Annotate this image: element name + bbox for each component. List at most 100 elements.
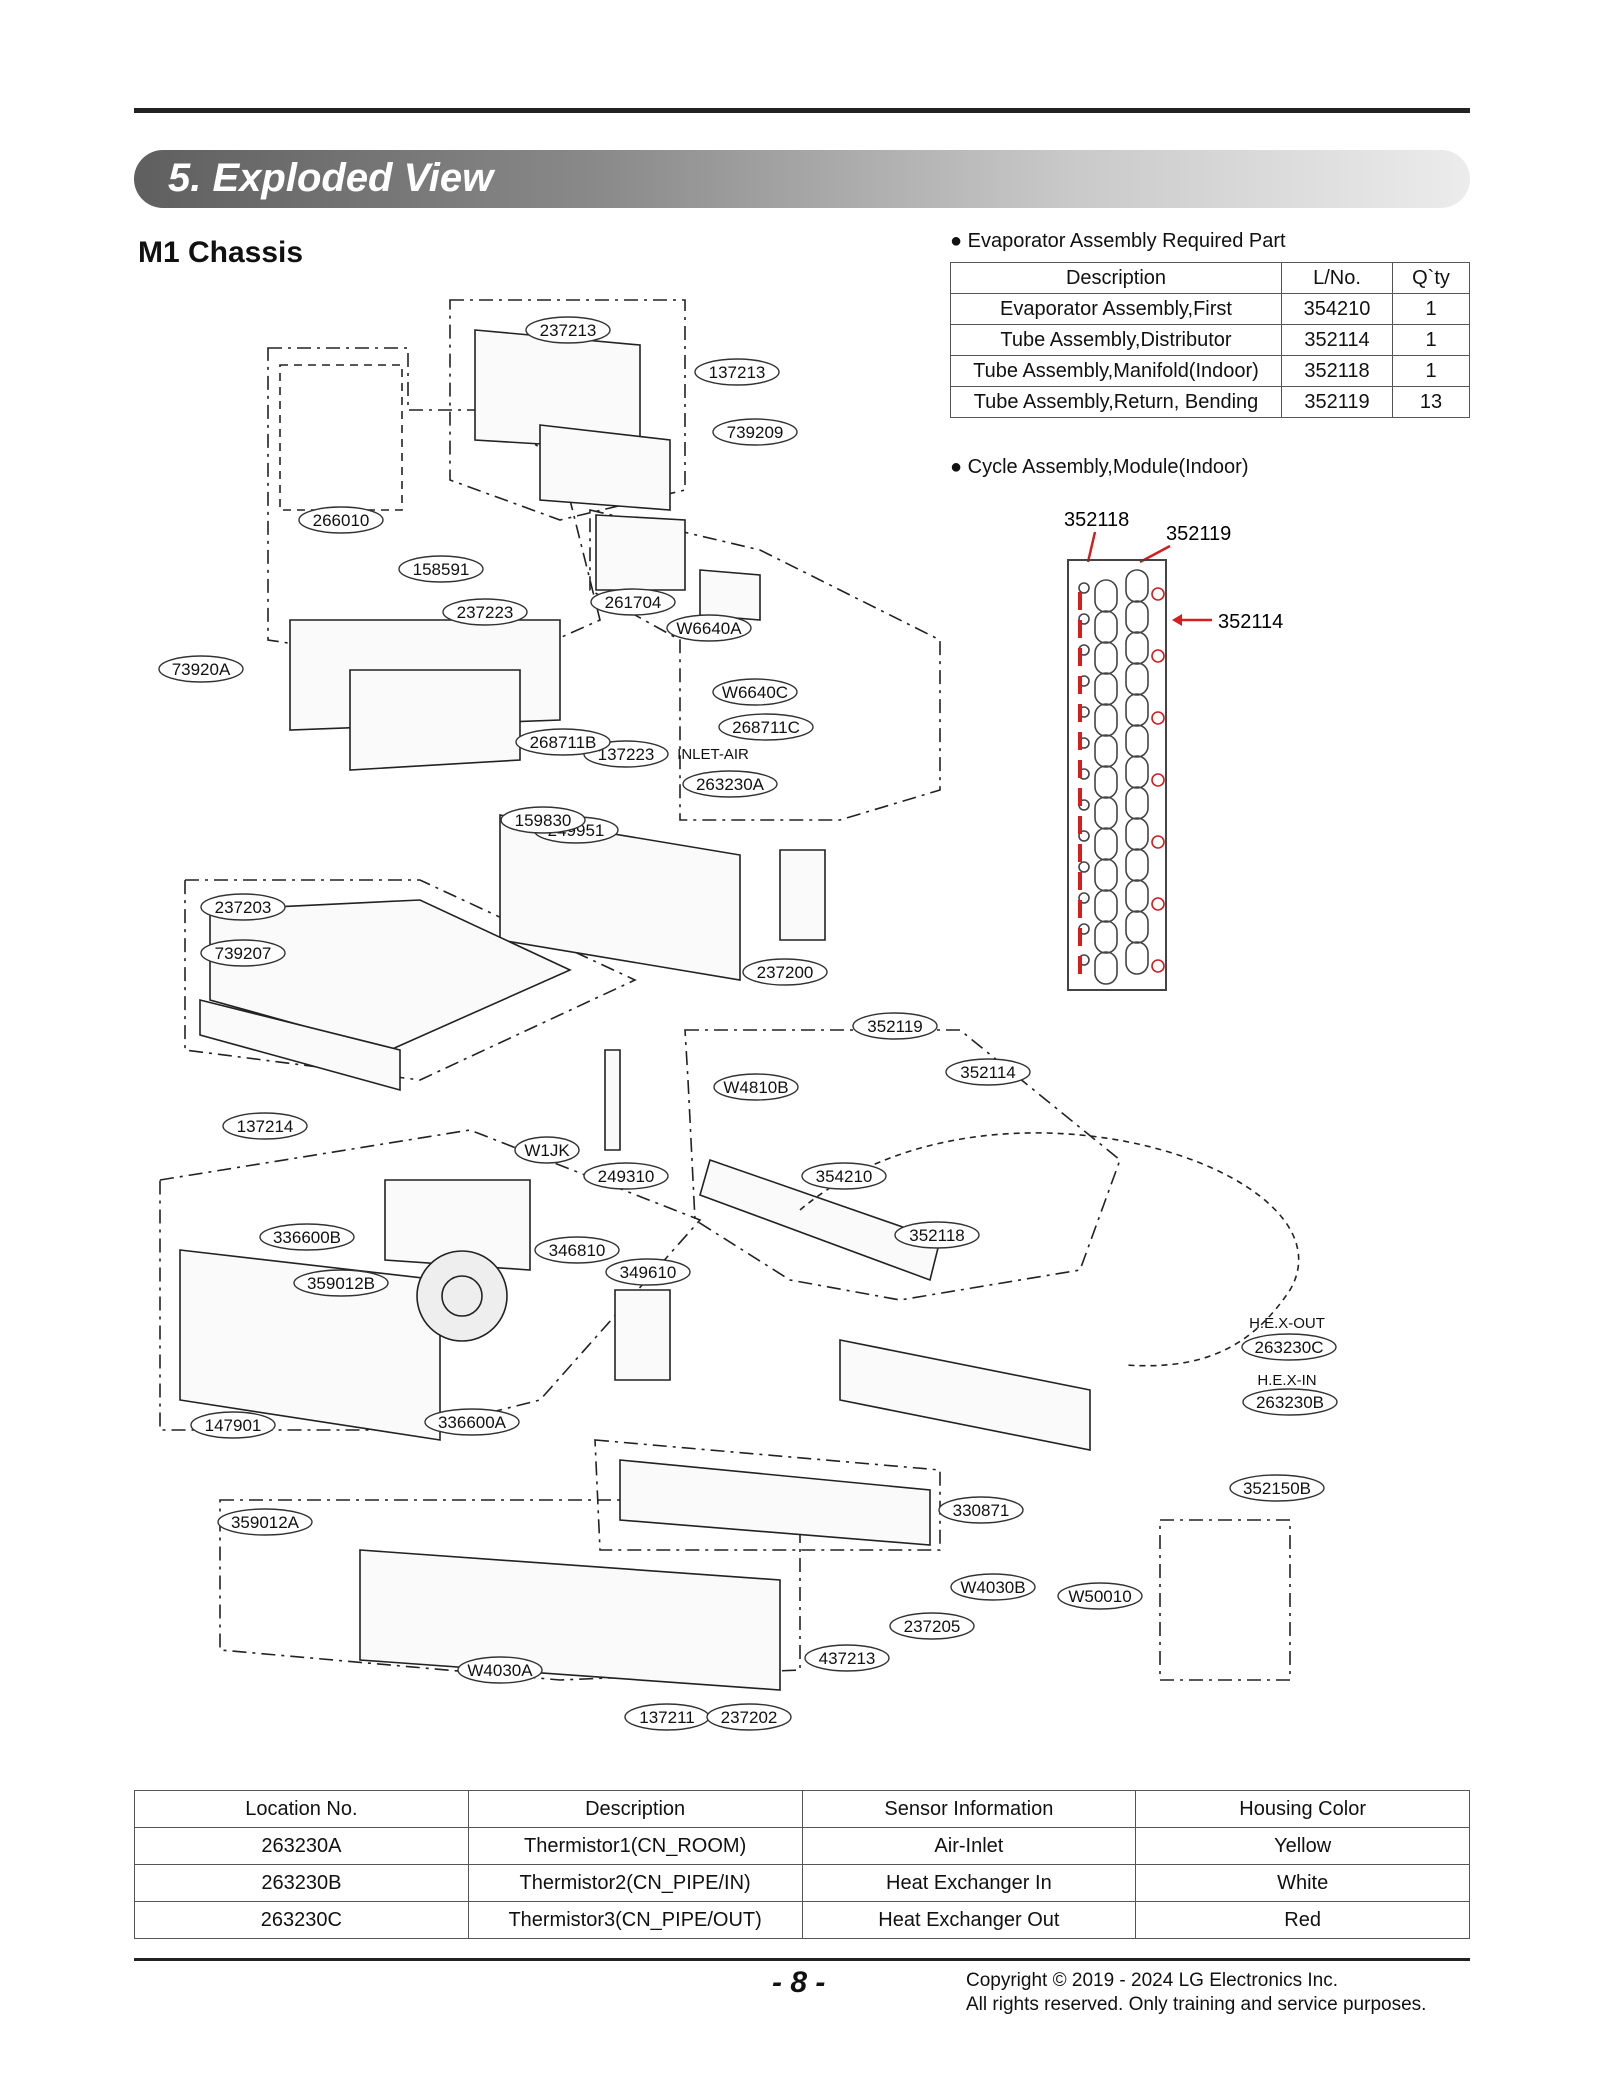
callout-label: W4030B: [960, 1578, 1025, 1597]
callout-bubble: [894, 1221, 980, 1249]
arrow-352118: [1086, 531, 1097, 563]
return-bend: [1094, 579, 1118, 613]
callout-label: 237203: [215, 898, 272, 917]
return-bend: [1125, 941, 1149, 975]
callout-label: 352118: [909, 1226, 964, 1245]
callout-label: 268711C: [732, 718, 800, 737]
part-callout: 437213: [804, 1644, 890, 1672]
assembly-outline: [184, 879, 637, 1081]
callout-label: 349610: [620, 1263, 677, 1282]
part-callout: W1JK: [514, 1136, 580, 1164]
diagram-labels: 2372131372137392092660101585912372237392…: [158, 316, 1338, 1731]
part-callout: 237213: [525, 316, 611, 344]
callout-bubble: [852, 1012, 938, 1040]
part-panel: [499, 814, 741, 981]
table-cell: 1: [1392, 324, 1470, 356]
cycle-label-352118: 352118: [1064, 509, 1129, 531]
callout-bubble: [525, 316, 611, 344]
assembly-outline: [589, 508, 941, 821]
table-cell: 1: [1392, 355, 1470, 387]
callout-bubble: [500, 806, 586, 834]
column-header: Sensor Information: [801, 1790, 1137, 1828]
part-callout: 352114: [945, 1058, 1031, 1086]
part-callout: 359012B: [293, 1269, 389, 1297]
callout-bubble: [424, 1408, 520, 1436]
part-panel: [539, 424, 671, 511]
part-callout: 739209: [712, 418, 798, 446]
return-bend: [1094, 734, 1118, 768]
section-banner: 5. Exploded View: [134, 150, 1470, 208]
part-callout: W50010: [1057, 1582, 1143, 1610]
page-number: - 8 -: [772, 1966, 826, 1999]
assembly-outline: [1159, 1519, 1291, 1681]
manifold-port: [1078, 861, 1090, 873]
manifold-port: [1078, 613, 1090, 625]
callout-label: 336600A: [438, 1413, 507, 1432]
callout-label: 147901: [205, 1416, 262, 1435]
callout-label: 237205: [904, 1617, 961, 1636]
assembly-outline: [279, 364, 403, 511]
callout-label: 237213: [540, 321, 597, 340]
callout-label: 237200: [757, 963, 814, 982]
table-row: 263230C Thermistor3(CN_PIPE/OUT) Heat Ex…: [134, 1901, 1470, 1939]
callout-bubble: [515, 728, 611, 756]
callout-bubble: [293, 1269, 389, 1297]
table-cell: Thermistor1(CN_ROOM): [467, 1827, 803, 1865]
return-bend: [1094, 796, 1118, 830]
callout-label: 352150B: [1243, 1479, 1311, 1498]
callout-bubble: [712, 678, 798, 706]
part-callout: 336600B: [259, 1223, 355, 1251]
callout-label: 263230B: [1256, 1393, 1324, 1412]
callout-bubble: [1057, 1582, 1143, 1610]
table-cell: 263230B: [134, 1864, 469, 1902]
callout-bubble: [945, 1058, 1031, 1086]
callout-bubble: [706, 1703, 792, 1731]
part-callout: W6640A: [666, 614, 752, 642]
callout-label: 158591: [413, 560, 470, 579]
cycle-module-diagram: 352118 352119 352114: [1064, 509, 1283, 991]
callout-label: 346810: [549, 1241, 606, 1260]
table-cell: Yellow: [1135, 1827, 1470, 1865]
part-callout: W4030B: [950, 1573, 1036, 1601]
callout-label: 336600B: [273, 1228, 341, 1247]
callout-bubble: [442, 598, 528, 626]
return-bend: [1125, 786, 1149, 820]
part-panel: [384, 1179, 531, 1271]
part-panel: [779, 849, 826, 941]
bottom-rule: [134, 1958, 1470, 1961]
callout-label: 266010: [313, 511, 370, 530]
return-bend: [1125, 879, 1149, 913]
callout-bubble: [457, 1656, 543, 1684]
fan-hub: [441, 1275, 483, 1317]
top-rule: [134, 108, 1470, 113]
tube-sheet: [1067, 559, 1167, 991]
part-callout: 352119: [852, 1012, 938, 1040]
callout-bubble: [713, 1073, 799, 1101]
distributor-port: [1151, 835, 1165, 849]
part-panel: [359, 1549, 781, 1691]
callout-bubble: [583, 1162, 669, 1190]
part-callout: 237203: [200, 893, 286, 921]
callout-bubble: [1241, 1333, 1337, 1361]
table-cell: Red: [1135, 1901, 1470, 1939]
callout-label: 249310: [598, 1167, 655, 1186]
evaporator-parts-table: Description L/No. Q`ty Evaporator Assemb…: [950, 262, 1470, 418]
part-callout: 137211: [624, 1703, 710, 1731]
callout-bubble: [200, 893, 286, 921]
part-callout: 261704: [590, 588, 676, 616]
copyright-line-2: All rights reserved. Only training and s…: [966, 1994, 1427, 2015]
callout-label: 237202: [721, 1708, 778, 1727]
callout-bubble: [222, 1112, 308, 1140]
part-callout: 268711C: [718, 713, 814, 741]
part-callout: 266010: [298, 506, 384, 534]
part-callout: 158591: [398, 555, 484, 583]
column-header: Location No.: [134, 1790, 469, 1828]
part-callout: 352150B: [1229, 1474, 1325, 1502]
callout-label: 330871: [953, 1501, 1010, 1520]
callout-label: 437213: [819, 1649, 876, 1668]
callout-label: INLET-AIR: [677, 746, 749, 763]
callout-label: 263230C: [1254, 1338, 1323, 1357]
part-callout: 268711B: [515, 728, 611, 756]
table-cell: Tube Assembly,Manifold(Indoor): [950, 355, 1282, 387]
table-cell: Thermistor2(CN_PIPE/IN): [467, 1864, 803, 1902]
